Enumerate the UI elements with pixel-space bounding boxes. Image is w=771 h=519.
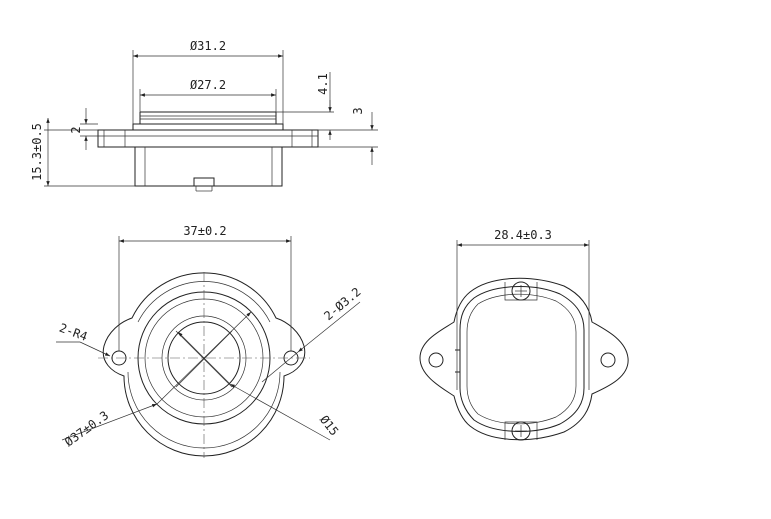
dim-front-ear-radius: 2-R4: [57, 321, 89, 344]
dim-side-total-height: 15.3±0.5: [30, 123, 44, 181]
dim-side-flange-thickness: 2: [69, 126, 83, 133]
dim-side-flange-gap: 3: [351, 107, 365, 114]
dim-side-outer-dia: Ø31.2: [190, 39, 226, 53]
side-view: Ø31.2 Ø27.2 4.1 3 2 15.3±0.5: [30, 39, 378, 192]
dim-side-cap-height: 4.1: [316, 73, 330, 95]
dim-front-width: 37±0.2: [183, 224, 226, 238]
front-view: 37±0.2 2-Ø3.2 2-R4 Ø37±0.3 Ø15: [56, 224, 364, 458]
dim-front-outer-dia: Ø37±0.3: [62, 408, 111, 449]
back-view: 28.4±0.3: [419, 228, 629, 441]
dim-back-width: 28.4±0.3: [494, 228, 552, 242]
dim-side-inner-dia: Ø27.2: [190, 78, 226, 92]
